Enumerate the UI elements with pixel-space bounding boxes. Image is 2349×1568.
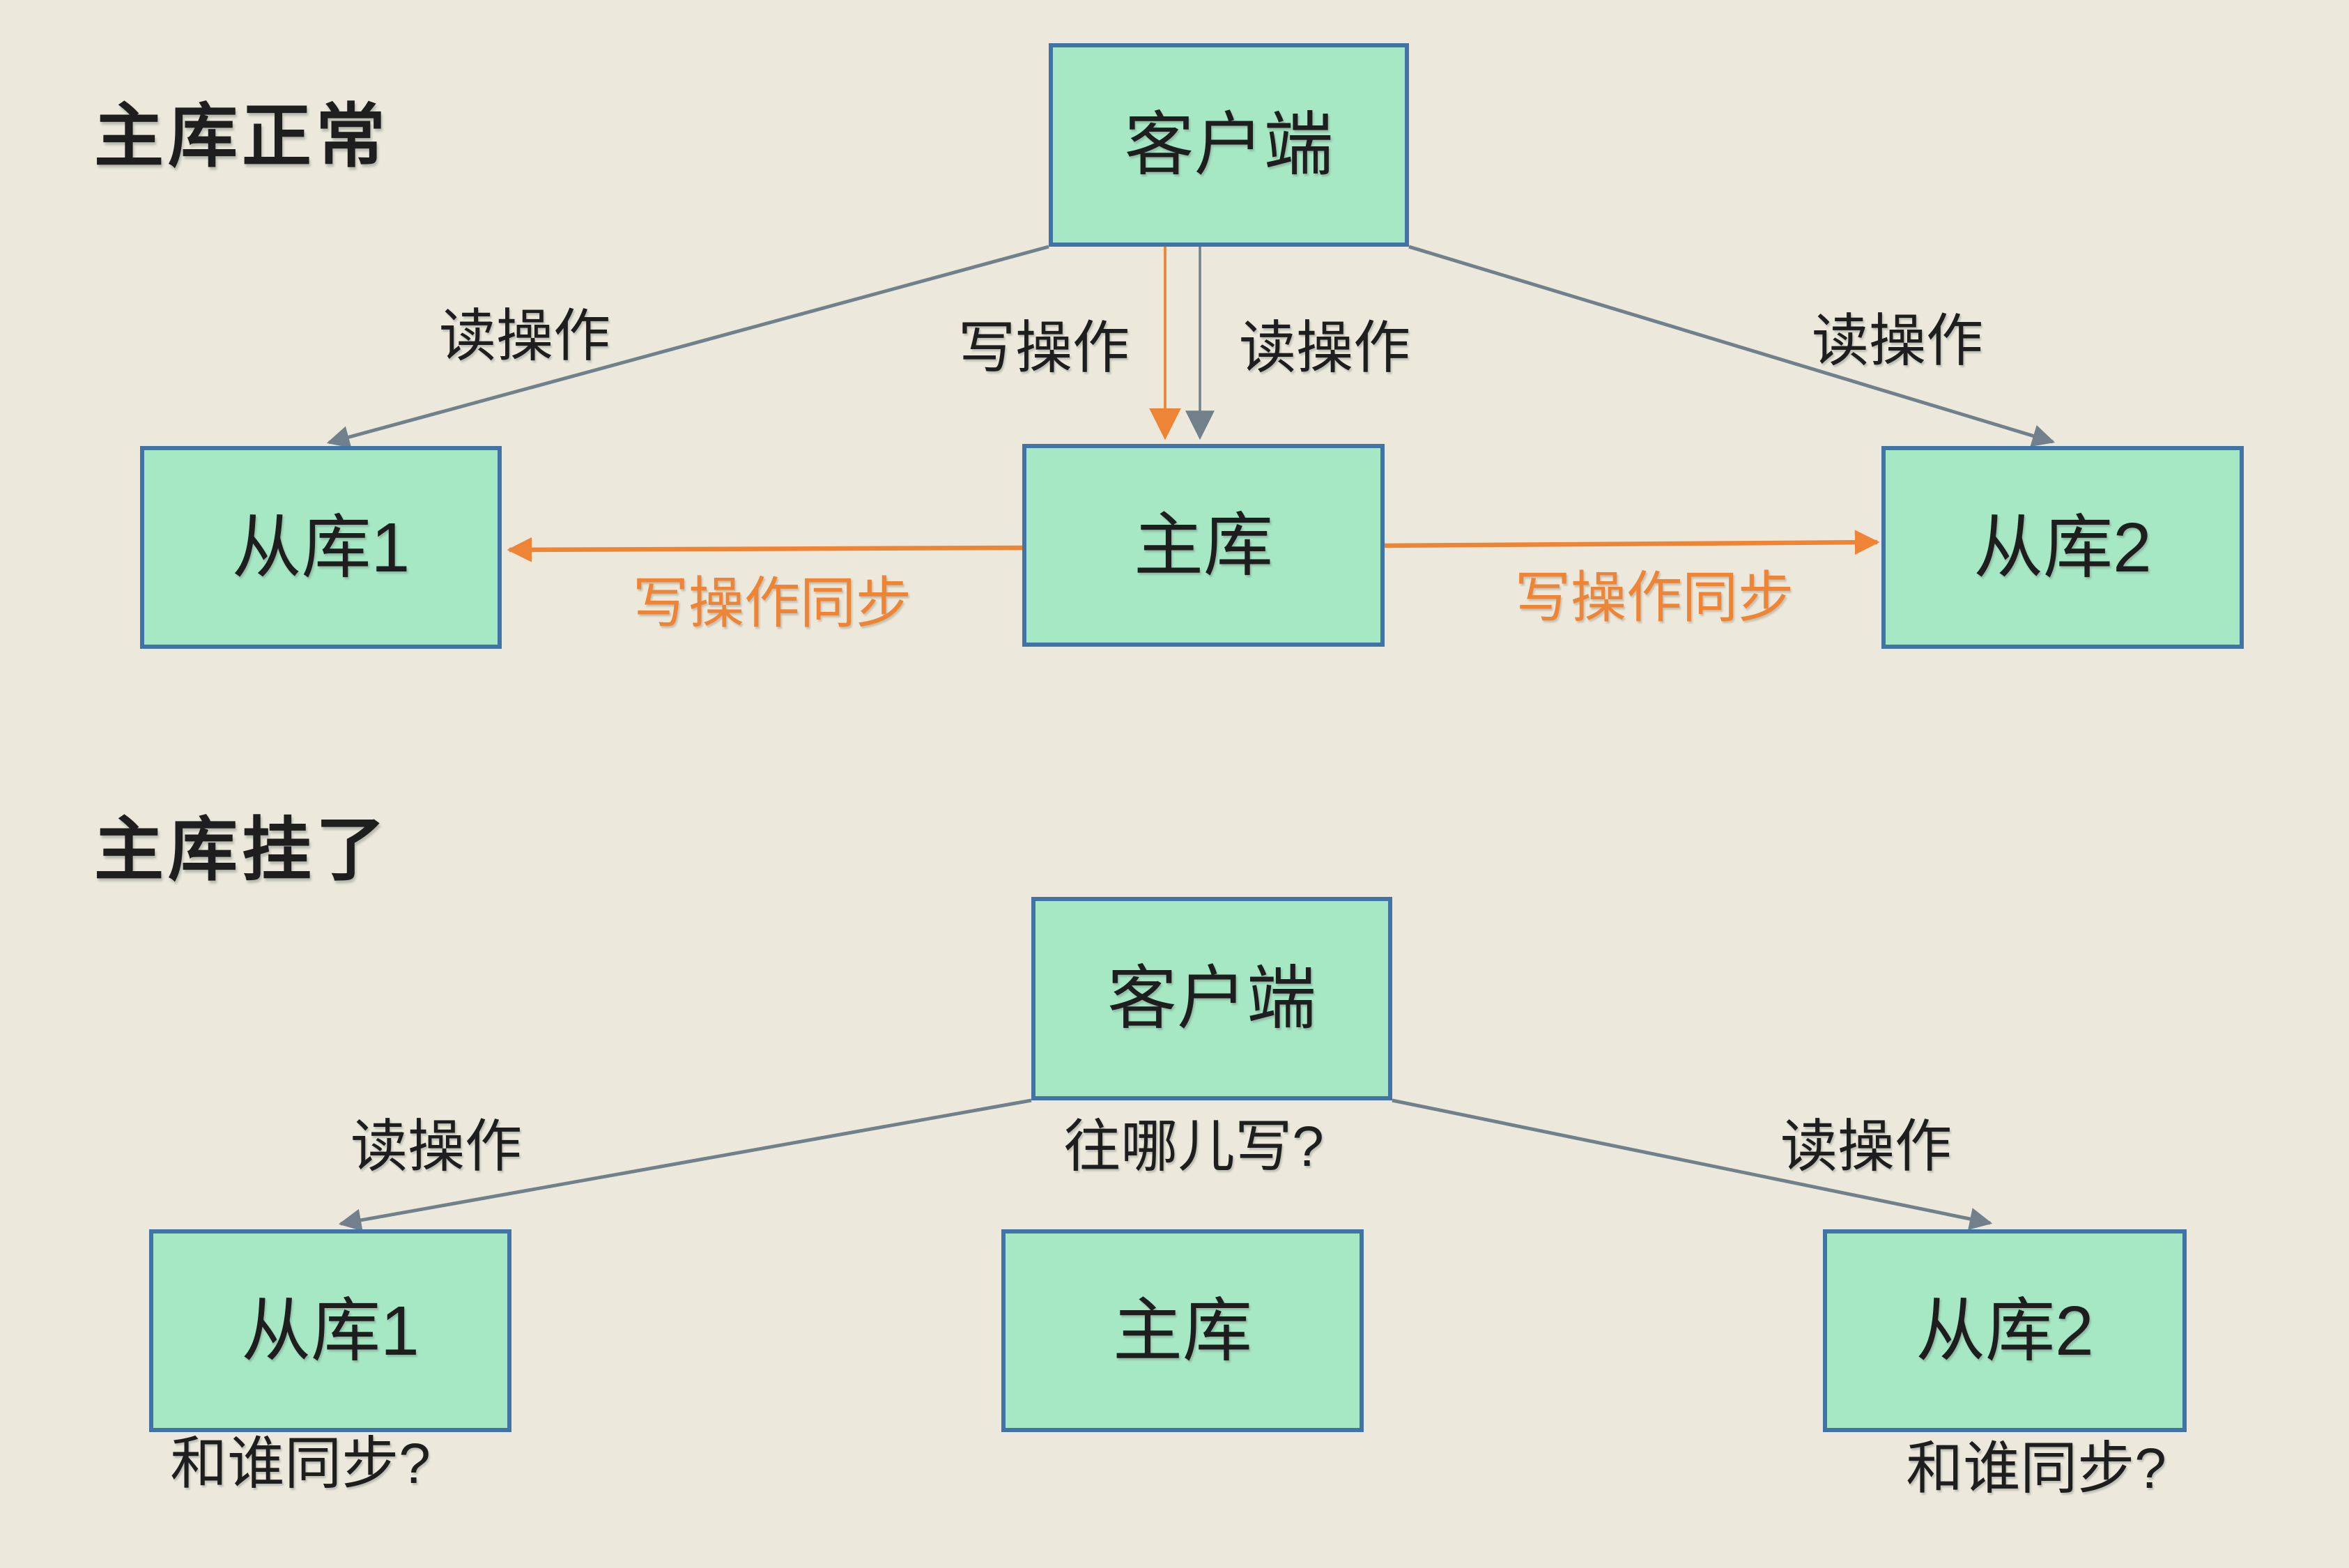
node-slave2-normal: 从库2 [1881, 446, 2244, 649]
sync-arrow-master-to-slave2 [1384, 530, 1880, 555]
label-write-sync-right: 写操作同步 [1515, 567, 1794, 629]
label-read-left-normal: 读操作 [438, 305, 611, 368]
label-read-right-down: 读操作 [1780, 1115, 1953, 1178]
label-write-normal: 写操作 [957, 316, 1130, 380]
node-slave2-down: 从库2 [1823, 1229, 2187, 1432]
sync-arrow-master-to-slave1 [507, 537, 1023, 562]
node-slave1-normal: 从库1 [140, 446, 502, 649]
node-master-down: 主库 [1001, 1229, 1364, 1432]
label-write-sync-left: 写操作同步 [633, 572, 911, 634]
label-sync-question-left: 和谁同步? [170, 1432, 431, 1496]
node-slave1-down: 从库1 [149, 1229, 511, 1432]
section-normal-title: 主库正常 [94, 98, 390, 176]
label-sync-question-right: 和谁同步? [1906, 1437, 2166, 1500]
node-client-normal: 客户端 [1049, 43, 1409, 247]
read-arrow-client-to-slave1-normal [326, 245, 1049, 449]
node-client-down: 客户端 [1031, 897, 1392, 1100]
section-down-title: 主库挂了 [94, 811, 390, 889]
label-where-to-write: 往哪儿写? [1063, 1115, 1324, 1178]
node-master-normal: 主库 [1022, 444, 1385, 647]
label-read-mid-normal: 读操作 [1238, 316, 1411, 380]
label-read-right-normal: 读操作 [1811, 309, 1984, 373]
label-read-left-down: 读操作 [350, 1115, 523, 1178]
